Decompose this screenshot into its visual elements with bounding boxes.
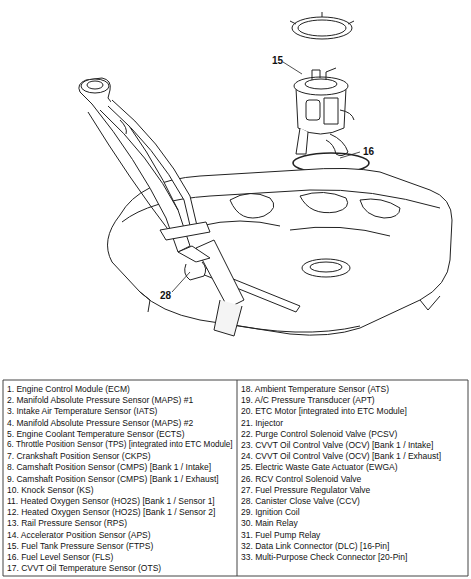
legend-item: 4. Manifold Absolute Pressure Sensor (MA… <box>7 419 193 428</box>
legend-item: 33. Multi-Purpose Check Connector [20-Pi… <box>241 553 407 562</box>
legend-item: 29. Ignition Coil <box>241 508 300 517</box>
legend-item: 13. Rail Pressure Sensor (RPS) <box>7 519 127 528</box>
legend-item: 27. Fuel Pressure Regulator Valve <box>241 486 370 495</box>
legend-item: 16. Fuel Level Sensor (FLS) <box>7 553 113 562</box>
legend-item: 6. Throttle Position Sensor (TPS) [integ… <box>7 441 233 449</box>
legend-item: 8. Camshaft Position Sensor (CMPS) [Bank… <box>7 463 211 472</box>
legend-item: 15. Fuel Tank Pressure Sensor (FTPS) <box>7 542 153 551</box>
legend-item: 20. ETC Motor [integrated into ETC Modul… <box>241 407 407 416</box>
legend-item: 11. Heated Oxygen Sensor (HO2S) [Bank 1 … <box>7 497 215 506</box>
legend-item: 3. Intake Air Temperature Sensor (IATS) <box>7 407 157 416</box>
legend-item: 5. Engine Coolant Temperature Sensor (EC… <box>7 430 185 439</box>
legend-item: 32. Data Link Connector (DLC) [16-Pin] <box>241 542 389 551</box>
legend-item: 26. RCV Control Solenoid Valve <box>241 475 361 484</box>
legend-item: 22. Purge Control Solenoid Valve (PCSV) <box>241 430 397 439</box>
callout-number: 15 <box>272 56 283 66</box>
legend-item: 28. Canister Close Valve (CCV) <box>241 497 360 506</box>
legend-item: 30. Main Relay <box>241 519 298 528</box>
legend-item: 12. Heated Oxygen Sensor (HO2S) [Bank 1 … <box>7 508 215 517</box>
legend-item: 9. Camshaft Position Sensor (CMPS) [Bank… <box>7 475 219 484</box>
legend-item: 14. Accelerator Position Sensor (APS) <box>7 531 151 540</box>
legend-item: 2. Manifold Absolute Pressure Sensor (MA… <box>7 396 193 405</box>
callout-number: 28 <box>160 291 171 301</box>
filler-neck <box>79 78 190 252</box>
legend-item: 25. Electric Waste Gate Actuator (EWGA) <box>241 463 398 472</box>
legend-item: 23. CVVT Oil Control Valve (OCV) [Bank 1… <box>241 441 433 450</box>
legend-item: 18. Ambient Temperature Sensor (ATS) <box>241 385 389 394</box>
legend-item: 10. Knock Sensor (KS) <box>7 486 93 495</box>
lock-ring <box>292 17 352 39</box>
legend-item: 24. CVVT Oil Control Valve (OCV) [Bank 1… <box>241 452 441 461</box>
callout-number: 16 <box>363 147 374 157</box>
legend-item: 31. Fuel Pump Relay <box>241 531 320 540</box>
legend-table <box>3 380 468 576</box>
legend-item: 17. CVVT Oil Temperature Sensor (OTS) <box>7 564 161 573</box>
legend-item: 7. Crankshaft Position Sensor (CKPS) <box>7 452 151 461</box>
legend-item: 1. Engine Control Module (ECM) <box>7 385 130 394</box>
legend-item: 19. A/C Pressure Transducer (APT) <box>241 396 375 405</box>
legend-item: 21. Injector <box>241 419 283 428</box>
